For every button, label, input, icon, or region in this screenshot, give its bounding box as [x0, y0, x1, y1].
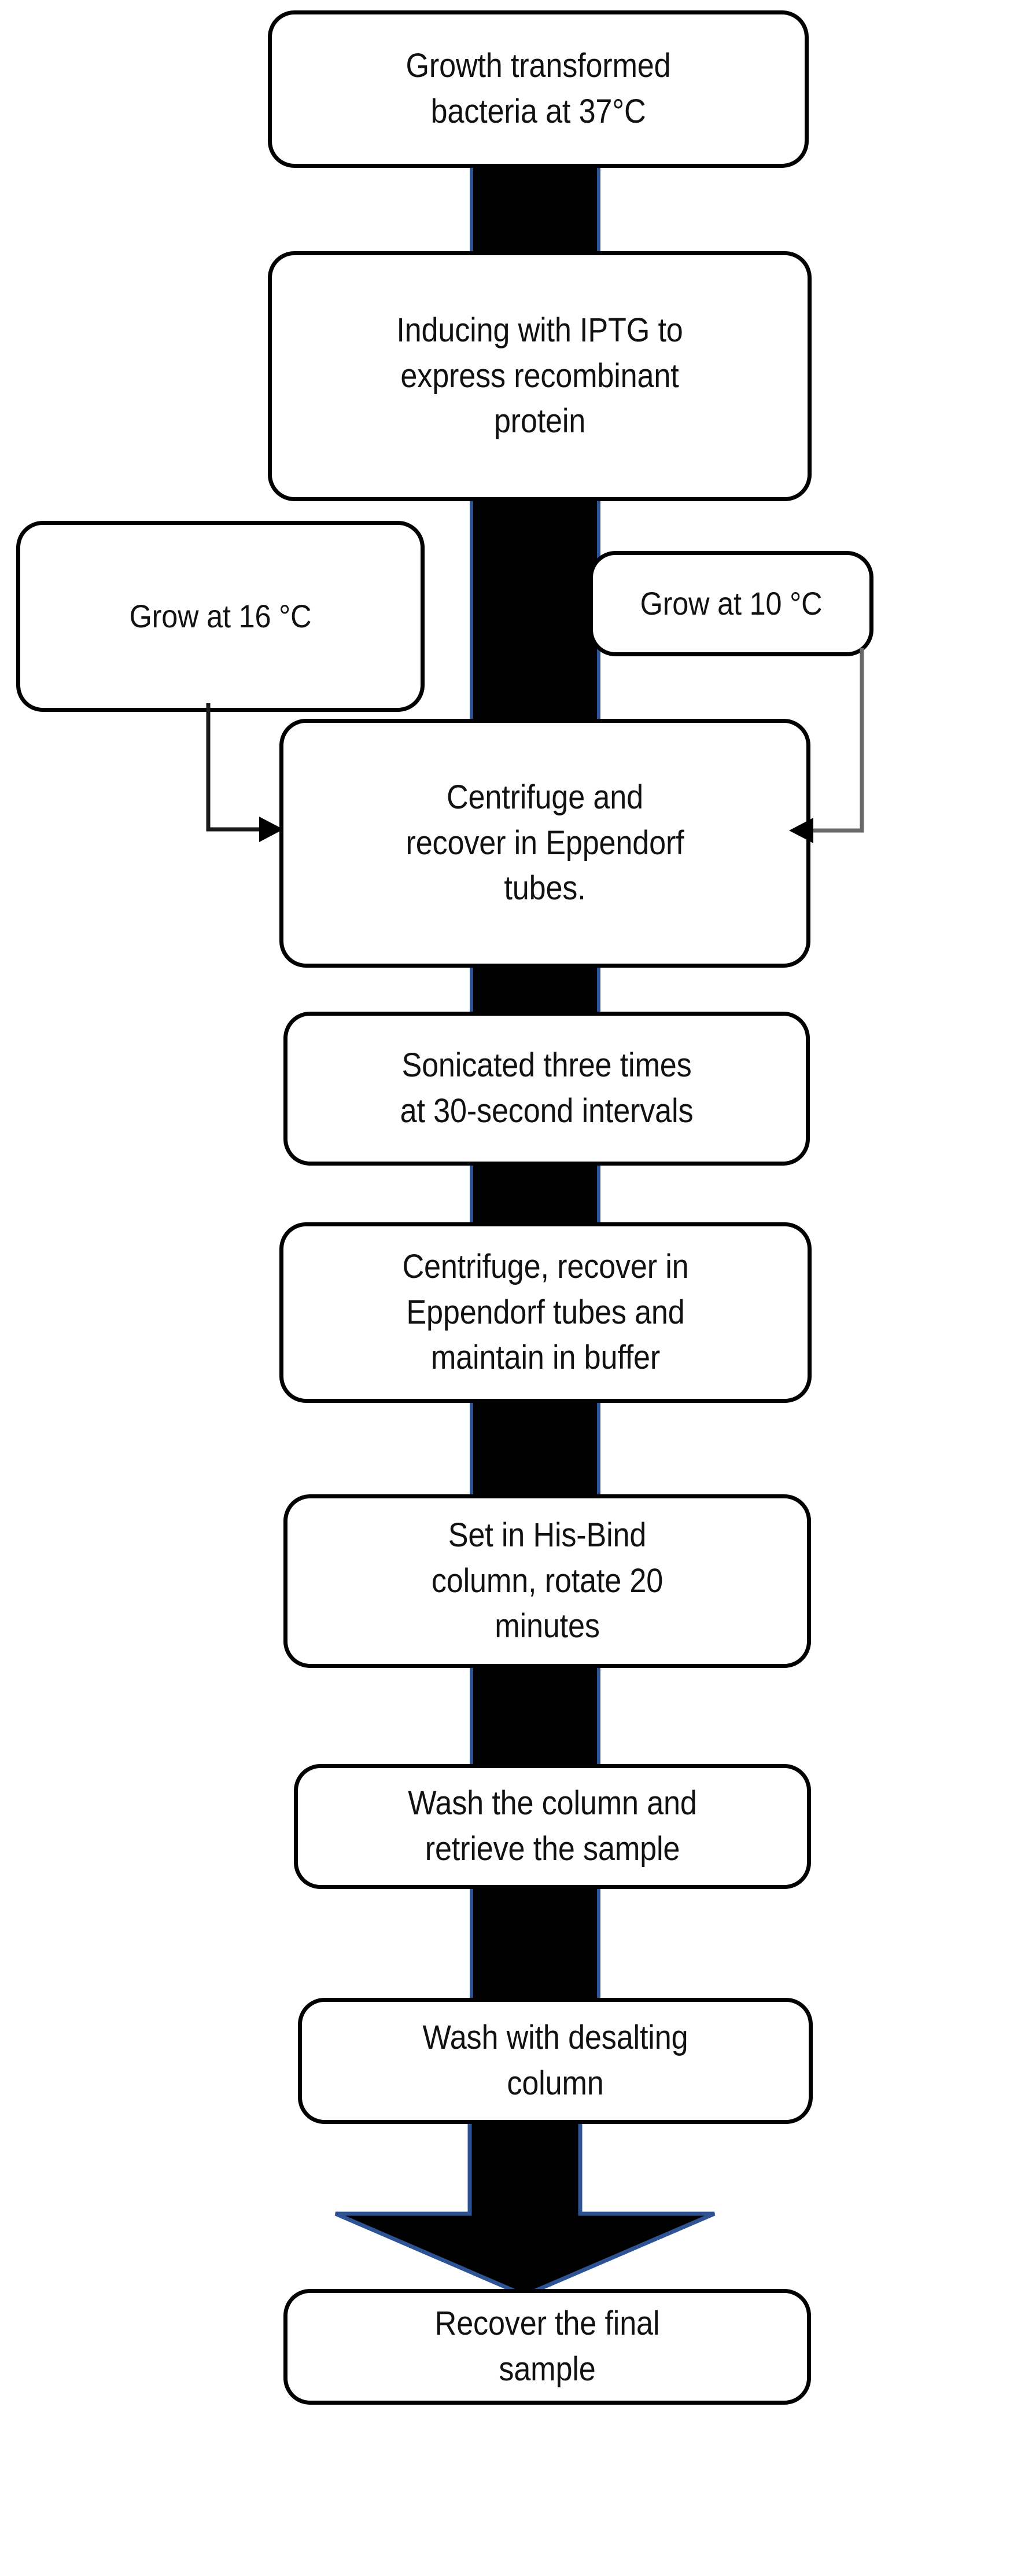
node-hisbind-label: Set in His-Bind column, rotate 20 minute…	[431, 1516, 663, 1645]
node-grow16-label: Grow at 16 °C	[129, 597, 312, 634]
node-sonicate[interactable]: Sonicated three times at 30-second inter…	[283, 1012, 810, 1166]
node-induce-label: Inducing with IPTG to express recombinan…	[396, 311, 683, 440]
node-induce[interactable]: Inducing with IPTG to express recombinan…	[268, 251, 812, 501]
connector-induce-to-centrifuge1	[470, 480, 600, 747]
node-sonicate-label: Sonicated three times at 30-second inter…	[400, 1046, 694, 1130]
node-washcolumn-label: Wash the column and retrieve the sample	[408, 1784, 697, 1868]
node-centrifuge2-label: Centrifuge, recover in Eppendorf tubes a…	[402, 1247, 689, 1377]
connector-washcolumn-to-desalting	[470, 1869, 600, 2020]
node-growth-label: Growth transformed bacteria at 37°C	[406, 47, 671, 130]
node-hisbind[interactable]: Set in His-Bind column, rotate 20 minute…	[283, 1494, 811, 1668]
node-recover-label: Recover the final sample	[434, 2305, 660, 2388]
node-desalting[interactable]: Wash with desalting column	[298, 1998, 813, 2124]
node-centrifuge1-label: Centrifuge and recover in Eppendorf tube…	[406, 778, 684, 907]
node-grow10[interactable]: Grow at 10 °C	[589, 551, 873, 656]
node-washcolumn[interactable]: Wash the column and retrieve the sample	[294, 1764, 811, 1889]
elbow-arrow-grow16-to-centrifuge1	[197, 703, 301, 848]
elbow-arrow-grow10-to-centrifuge1	[769, 648, 879, 851]
node-growth[interactable]: Growth transformed bacteria at 37°C	[268, 10, 809, 168]
node-centrifuge1[interactable]: Centrifuge and recover in Eppendorf tube…	[279, 719, 810, 968]
node-grow10-label: Grow at 10 °C	[640, 585, 823, 622]
node-desalting-label: Wash with desalting column	[422, 2019, 688, 2102]
connector-centrifuge2-to-hisbind	[470, 1383, 600, 1516]
block-arrow-desalting-to-recover	[333, 2107, 717, 2298]
node-grow16[interactable]: Grow at 16 °C	[16, 521, 425, 712]
node-centrifuge2[interactable]: Centrifuge, recover in Eppendorf tubes a…	[279, 1222, 812, 1403]
node-recover[interactable]: Recover the final sample	[283, 2289, 811, 2405]
